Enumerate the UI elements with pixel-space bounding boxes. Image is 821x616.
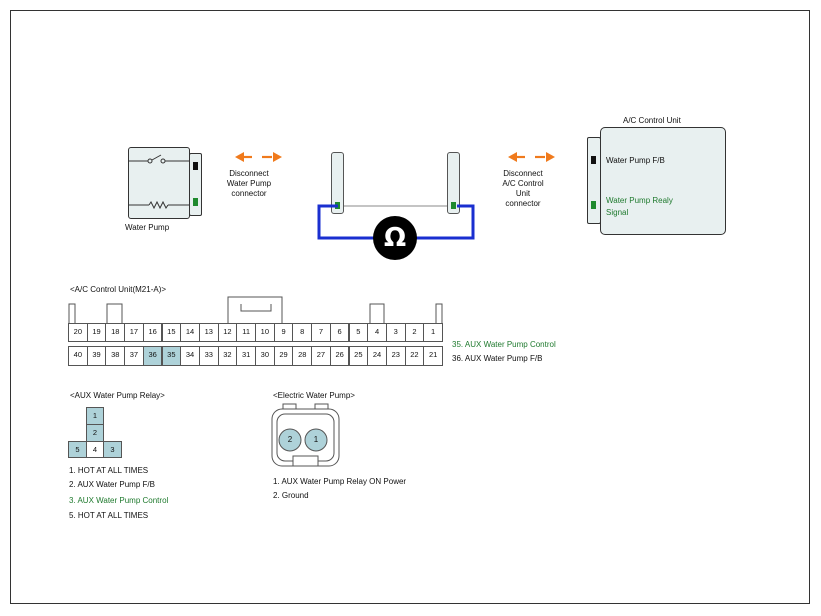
m21-pin-17: 17 — [124, 323, 144, 342]
m21-pin-21: 21 — [423, 346, 443, 366]
m21-pin-16: 16 — [142, 323, 163, 342]
electric-pump-pin-1: 1 — [313, 435, 319, 444]
probe-right — [447, 152, 460, 214]
m21-pin-14: 14 — [180, 323, 200, 342]
relay-legend-5: 5. HOT AT ALL TIMES — [69, 511, 149, 520]
electric-pump-legend-1: 1. AUX Water Pump Relay ON Power — [273, 477, 407, 486]
ac-control-unit-body — [600, 127, 726, 235]
m21-pin-9: 9 — [273, 323, 294, 342]
m21-pin-30: 30 — [255, 346, 275, 366]
ohm-symbol: Ω — [383, 223, 407, 253]
m21-pin-24: 24 — [367, 346, 387, 366]
pump-switch-resistor-symbol — [128, 154, 190, 210]
m21-pin-1: 1 — [423, 323, 443, 342]
m21-pin-18: 18 — [105, 323, 126, 342]
m21-pin-23: 23 — [385, 346, 406, 366]
electric-pump-pin-2: 2 — [287, 435, 293, 444]
m21-pin-5: 5 — [348, 323, 369, 342]
ac-unit-title: A/C Control Unit — [623, 116, 681, 125]
m21-pin-11: 11 — [236, 323, 256, 342]
m21-legend-36: 36. AUX Water Pump F/B — [452, 354, 543, 363]
relay-pin-3: 3 — [103, 441, 122, 458]
ohm-meter-icon — [373, 216, 417, 260]
m21-pin-28: 28 — [292, 346, 313, 366]
pump-pin-black — [193, 162, 198, 170]
m21-pin-36: 36 — [142, 346, 163, 366]
m21-pin-6: 6 — [329, 323, 350, 342]
water-pump-label: Water Pump — [125, 223, 170, 232]
m21-pin-33: 33 — [198, 346, 219, 366]
m21-pin-19: 19 — [86, 323, 107, 342]
double-arrow-right-icon — [508, 152, 555, 162]
relay-legend-1: 1. HOT AT ALL TIMES — [69, 466, 149, 475]
m21-pin-34: 34 — [180, 346, 200, 366]
probe-right-tip — [451, 202, 456, 209]
water-pump-body — [128, 147, 190, 219]
m21-pin-7: 7 — [311, 323, 331, 342]
electric-pump-legend-2: 2. Ground — [273, 491, 309, 500]
m21-pin-38: 38 — [105, 346, 126, 366]
m21-legend-35: 35. AUX Water Pump Control — [452, 340, 556, 349]
m21-connector-title: <A/C Control Unit(M21-A)> — [70, 285, 167, 294]
m21-pin-2: 2 — [404, 323, 425, 342]
disconnect-pump-label: Disconnect Water Pump connector — [226, 169, 272, 198]
diagram-frame — [10, 10, 810, 604]
m21-pin-22: 22 — [404, 346, 425, 366]
double-arrow-left-icon — [235, 152, 282, 162]
m21-pin-32: 32 — [217, 346, 238, 366]
ac-unit-pin-green — [591, 201, 596, 209]
m21-pin-40: 40 — [68, 346, 88, 366]
m21-pin-31: 31 — [236, 346, 256, 366]
m21-pin-10: 10 — [255, 323, 275, 342]
relay-legend-3: 3. AUX Water Pump Control — [69, 496, 169, 505]
ac-unit-pin-black — [591, 156, 596, 164]
electric-pump-title: <Electric Water Pump> — [273, 391, 355, 400]
ac-unit-pin2-label-line2: Signal — [606, 208, 629, 217]
relay-pin-2: 2 — [86, 424, 104, 442]
m21-pin-37: 37 — [124, 346, 144, 366]
ac-unit-pin1-label: Water Pump F/B — [606, 156, 665, 165]
m21-pin-39: 39 — [86, 346, 107, 366]
relay-title: <AUX Water Pump Relay> — [70, 391, 165, 400]
m21-pin-25: 25 — [348, 346, 369, 366]
m21-pin-26: 26 — [329, 346, 350, 366]
m21-pin-4: 4 — [367, 323, 387, 342]
m21-pin-29: 29 — [273, 346, 294, 366]
m21-pin-35: 35 — [161, 346, 182, 366]
ac-unit-connector — [587, 137, 601, 224]
m21-pin-15: 15 — [161, 323, 182, 342]
m21-pin-12: 12 — [217, 323, 238, 342]
m21-pin-27: 27 — [311, 346, 331, 366]
water-pump-connector — [189, 153, 202, 216]
relay-legend-2: 2. AUX Water Pump F/B — [69, 480, 155, 489]
pump-pin-green — [193, 198, 198, 206]
m21-pin-3: 3 — [385, 323, 406, 342]
m21-pin-13: 13 — [198, 323, 219, 342]
ac-unit-pin2-label-line1: Water Pump Realy — [606, 196, 673, 205]
m21-pin-8: 8 — [292, 323, 313, 342]
m21-pin-20: 20 — [68, 323, 88, 342]
disconnect-unit-label: Disconnect A/C Control Unit connector — [502, 169, 544, 208]
